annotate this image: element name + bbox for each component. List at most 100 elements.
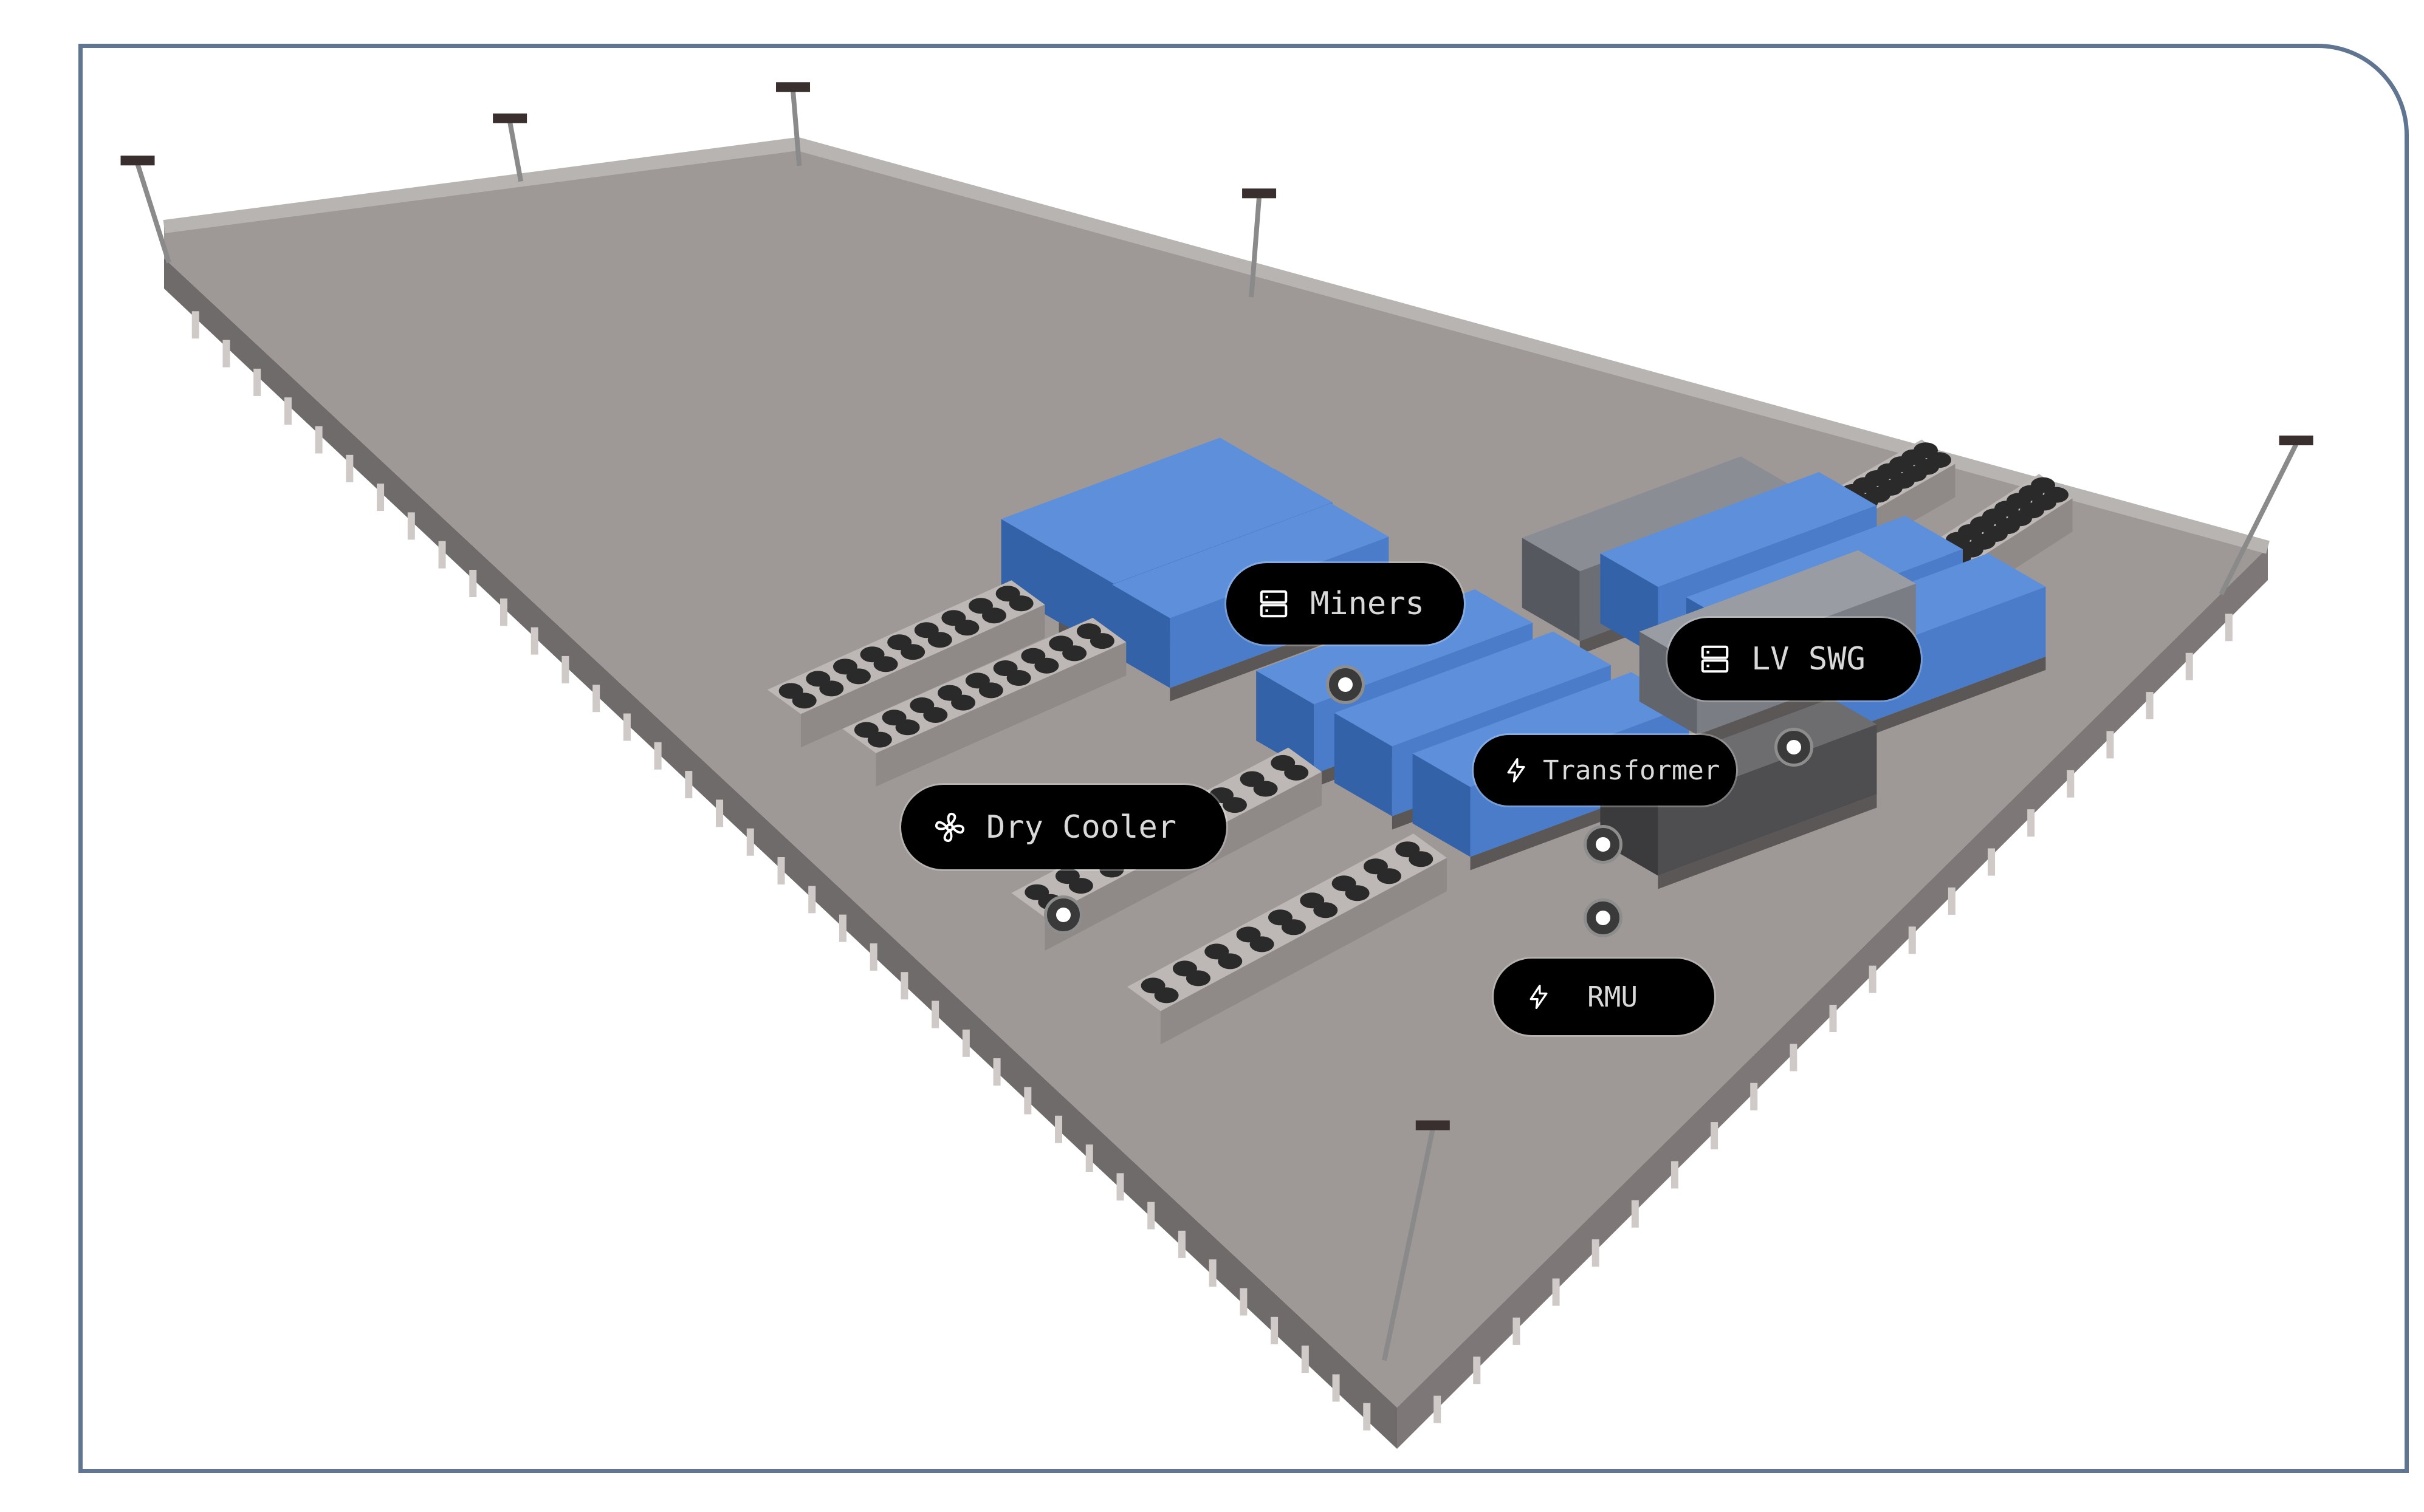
transformer-unit-base <box>1658 794 1877 889</box>
dry-cooler-back-2-fan <box>2031 477 2056 493</box>
dry-cooler-2-fan <box>938 685 963 701</box>
edge-post <box>438 541 446 569</box>
edge-post <box>685 771 693 799</box>
edge-post <box>993 1058 1001 1086</box>
dry-cooler-2-fan <box>910 697 935 713</box>
light-pole-6-mast <box>1382 1128 1435 1361</box>
light-pole-4-mast <box>1249 197 1262 298</box>
edge-post <box>2146 692 2154 720</box>
label-lv-swg[interactable]: LV SWG <box>1667 618 1921 700</box>
dry-cooler-1-frame <box>800 604 1045 748</box>
dry-cooler-2-frame <box>876 641 1127 787</box>
edge-post <box>315 426 323 454</box>
light-pole-5-lamp <box>2279 436 2313 446</box>
dry-cooler-1-fan <box>806 671 831 687</box>
miner-container-5-roof <box>1334 631 1611 747</box>
edge-post <box>530 627 538 655</box>
dry-cooler-2-fan <box>854 722 879 738</box>
label-miners[interactable]: Miners <box>1226 563 1464 645</box>
miner-container-1-roof <box>1001 437 1278 553</box>
label-rmu-text: RMU <box>1587 980 1638 1013</box>
dry-cooler-1-fan <box>941 610 966 626</box>
marker-transformer[interactable] <box>1584 825 1622 864</box>
light-pole-1-mast <box>135 163 171 264</box>
lightning-icon <box>1520 979 1557 1015</box>
edge-post <box>1512 1317 1520 1345</box>
edge-post <box>407 512 415 540</box>
edge-post <box>1829 1005 1837 1032</box>
marker-dry-cooler[interactable] <box>1044 895 1083 934</box>
edge-post <box>469 570 477 597</box>
dry-cooler-4-fan <box>1331 875 1356 892</box>
dry-cooler-4-fan <box>1172 960 1197 977</box>
edge-post <box>253 368 261 396</box>
edge-post <box>654 742 662 770</box>
lightning-icon <box>1498 752 1534 788</box>
label-dry-cooler[interactable]: Dry Cooler <box>901 785 1226 869</box>
edge-post <box>1988 848 1996 876</box>
edge-post <box>1209 1259 1217 1287</box>
edge-post <box>500 598 507 626</box>
dry-cooler-1-fan <box>887 634 912 651</box>
edge-post <box>1711 1122 1718 1150</box>
edge-post <box>1301 1346 1309 1373</box>
edge-post <box>592 685 600 713</box>
edge-post <box>1178 1230 1186 1258</box>
edge-post <box>1332 1374 1340 1402</box>
edge-post <box>1271 1316 1279 1344</box>
dry-cooler-1-fan <box>833 659 857 675</box>
miner-container-4-roof <box>1256 589 1533 705</box>
server-icon <box>1697 641 1733 677</box>
light-pole-6-lamp <box>1415 1120 1450 1131</box>
light-poles <box>120 82 2313 1361</box>
edge-post <box>1631 1200 1639 1228</box>
dry-cooler-3-fan <box>1025 884 1049 900</box>
label-rmu[interactable]: RMU <box>1494 959 1714 1035</box>
viewport-frame <box>78 44 2409 1473</box>
edge-post <box>1147 1202 1155 1230</box>
light-pole-3-lamp <box>776 82 811 92</box>
lv-swg-housing-end <box>1522 538 1580 641</box>
marker-rmu[interactable] <box>1584 898 1622 937</box>
dry-cooler-back-1-fan <box>1913 442 1938 459</box>
lv-swg-container-1-roof <box>1600 472 1877 587</box>
miner-container-2-roof <box>1056 468 1333 584</box>
edge-post <box>284 397 292 425</box>
edge-post <box>1869 965 1876 993</box>
edge-post <box>1908 926 1916 954</box>
miner-container-3-roof <box>1112 503 1389 618</box>
edge-post <box>1116 1173 1124 1201</box>
dry-cooler-2-fan <box>1021 648 1046 664</box>
dry-cooler-2-fan <box>1076 623 1101 640</box>
dry-cooler-4-fan <box>1236 926 1261 943</box>
edge-post <box>1024 1087 1032 1115</box>
miner-container-4-end <box>1256 671 1314 775</box>
marker-lv-swg[interactable] <box>1774 728 1813 767</box>
transformer-unit-side <box>1658 724 1877 876</box>
light-pole-5-mast <box>2219 443 2299 595</box>
edge-post <box>777 857 785 884</box>
dry-cooler-4-fan <box>1268 909 1293 926</box>
edge-post <box>1552 1278 1560 1306</box>
edge-post <box>561 655 569 683</box>
edge-post <box>1363 1403 1371 1431</box>
dry-cooler-1-fan <box>914 622 939 638</box>
lv-swg-container-3-base <box>1827 656 2046 751</box>
dry-cooler-2-fan <box>1049 635 1074 652</box>
dry-cooler-4-frame <box>1160 858 1447 1045</box>
light-pole-2-mast <box>507 121 524 182</box>
dry-cooler-1-fan <box>969 598 994 614</box>
label-lv-swg-text: LV SWG <box>1751 641 1866 677</box>
edge-post <box>962 1029 970 1057</box>
dry-cooler-1-fan <box>995 586 1020 602</box>
edge-post <box>2067 770 2075 798</box>
ground-surface <box>164 144 2268 1408</box>
dry-cooler-1-fan <box>778 683 803 699</box>
ground-right-edge <box>1397 547 2268 1449</box>
edge-post <box>1085 1144 1093 1172</box>
edge-post <box>1473 1356 1481 1384</box>
edge-post <box>839 914 846 942</box>
marker-miners[interactable] <box>1326 665 1365 704</box>
label-transformer[interactable]: Transformer <box>1474 735 1736 806</box>
